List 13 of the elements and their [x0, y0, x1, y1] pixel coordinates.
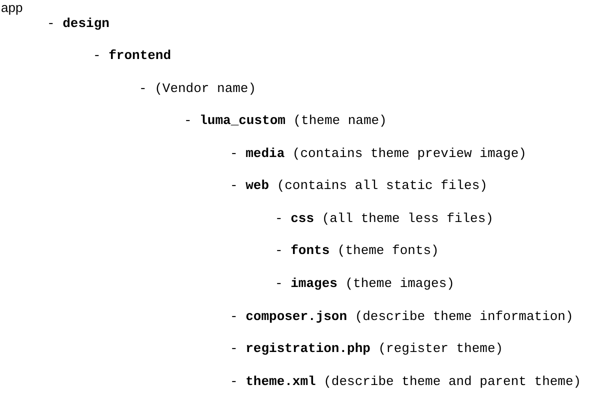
tree-entry: - media (contains theme preview image)	[230, 146, 526, 162]
tree-entry: - luma_custom (theme name)	[184, 113, 387, 129]
tree-entry: - web (contains all static files)	[230, 178, 488, 194]
tree-entry: - css (all theme less files)	[275, 211, 494, 227]
tree-entry: - design	[47, 16, 110, 32]
tree-entry: - theme.xml (describe theme and parent theme)	[230, 374, 582, 390]
root-folder-label: app	[1, 0, 23, 16]
tree-entry: - registration.php (register theme)	[230, 341, 504, 357]
tree-entry: - composer.json (describe theme information)	[230, 309, 574, 325]
tree-entry: - fonts (theme fonts)	[275, 243, 439, 259]
tree-entry: - frontend	[93, 48, 172, 64]
tree-entry: - (Vendor name)	[139, 81, 256, 97]
tree-entry: - images (theme images)	[275, 276, 454, 292]
